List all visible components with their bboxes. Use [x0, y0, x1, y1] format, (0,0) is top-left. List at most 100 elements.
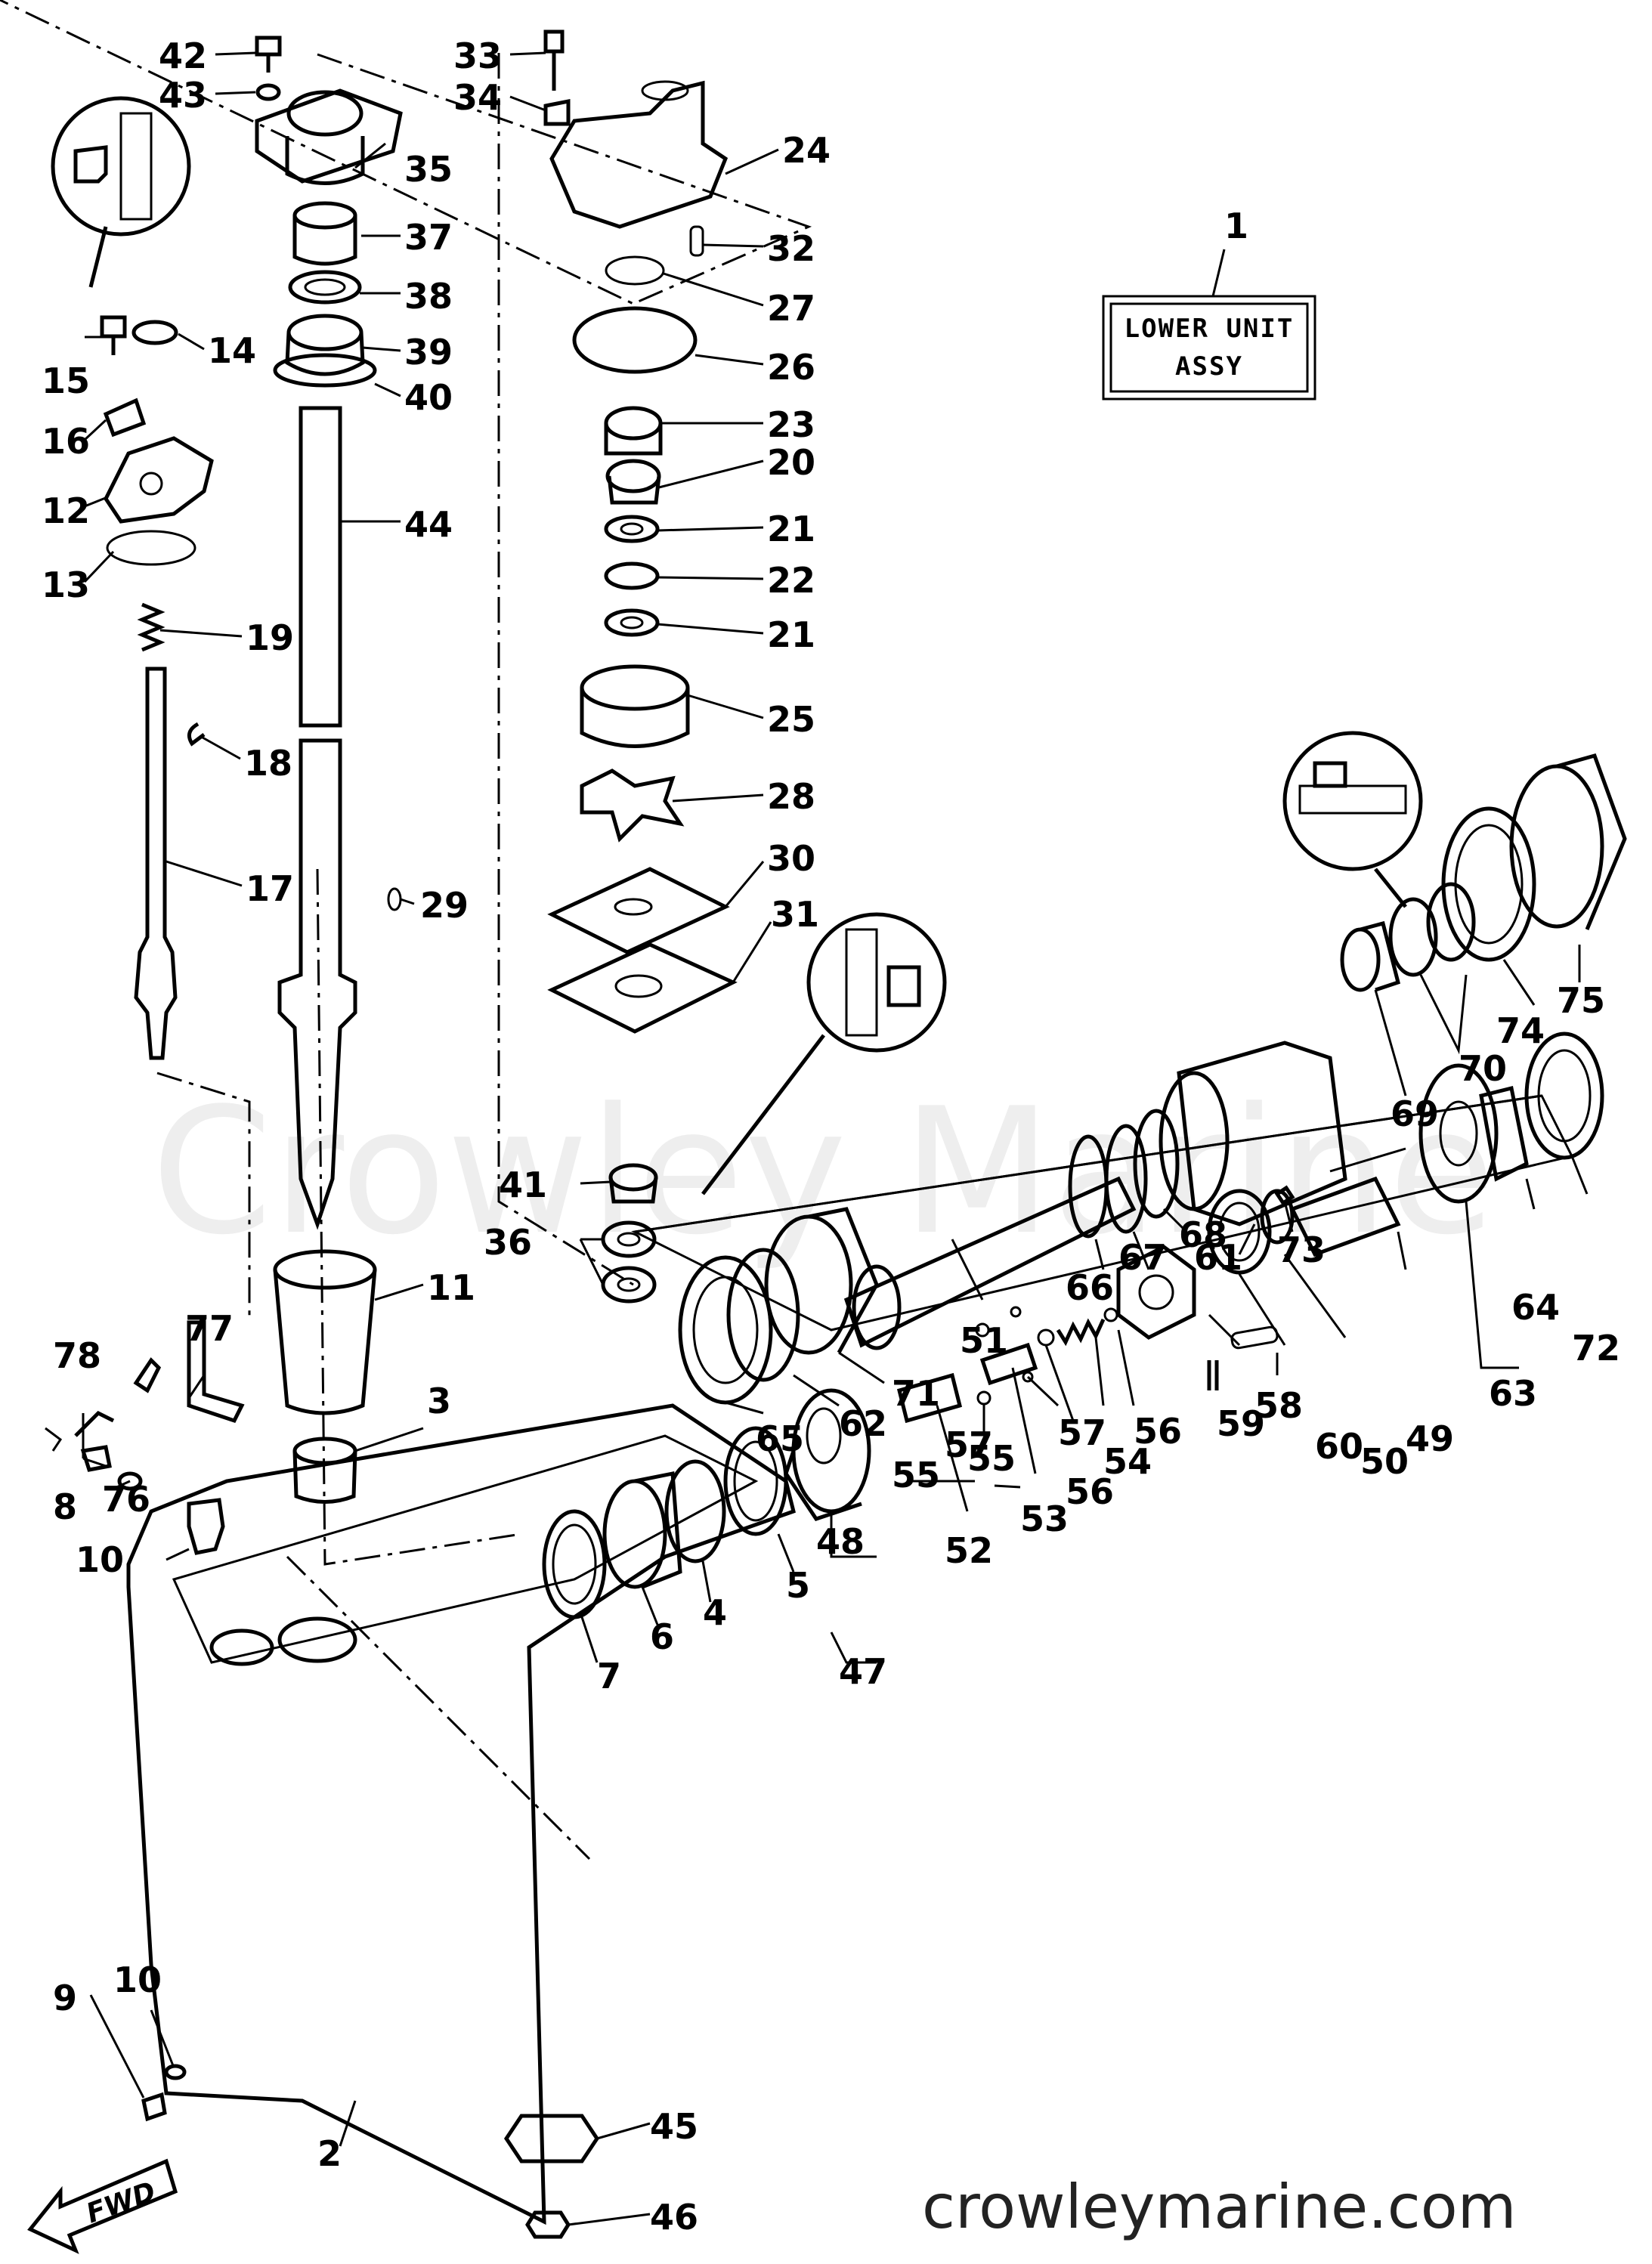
pin-58	[1230, 1325, 1279, 1350]
shift-cam-59	[1116, 1245, 1196, 1340]
callout-29: 29	[420, 885, 469, 926]
seal-70	[1388, 882, 1476, 977]
callout-25: 25	[767, 699, 815, 740]
group-box-edge	[634, 1094, 1542, 1233]
callout-11: 11	[427, 1267, 475, 1308]
pinion-45	[503, 2114, 600, 2163]
ball-55b	[976, 1390, 992, 1406]
callout-59: 59	[1217, 1403, 1265, 1444]
bolt-8	[80, 1445, 112, 1472]
thrust-bearing-62	[726, 1248, 800, 1382]
callout-3: 3	[427, 1381, 451, 1421]
washer-50	[1260, 1189, 1295, 1245]
callout-57a: 57	[945, 1424, 993, 1465]
callout-15: 15	[42, 360, 90, 401]
washer-10b	[164, 2064, 187, 2080]
needle-bearing-69	[1340, 920, 1401, 992]
callout-27: 27	[767, 288, 815, 329]
shift-rod-17	[134, 667, 178, 1060]
leader-lines	[82, 51, 1589, 2226]
callout-52: 52	[945, 1530, 993, 1571]
ring-68	[1133, 1109, 1180, 1219]
impeller-housing-25	[580, 664, 690, 748]
shim-72	[1524, 1031, 1604, 1160]
callout-21b: 21	[767, 614, 815, 655]
callout-58: 58	[1254, 1385, 1303, 1426]
callout-62: 62	[839, 1403, 887, 1444]
spring-19	[137, 602, 166, 652]
callout-42: 42	[159, 36, 207, 76]
callout-10b: 10	[113, 1959, 162, 2000]
callout-17: 17	[246, 868, 294, 909]
ring-67	[1104, 1124, 1148, 1234]
sleeve-11	[273, 1249, 377, 1415]
bearing-37	[292, 201, 357, 266]
plate-22	[604, 561, 660, 590]
callout-48: 48	[816, 1521, 865, 1562]
parts: FWD	[27, 29, 1627, 2254]
callout-77: 77	[185, 1308, 234, 1349]
callout-45: 45	[650, 2106, 698, 2147]
washer-34	[543, 98, 571, 126]
bolt-33	[543, 29, 565, 91]
inset-lubricant-1	[51, 96, 191, 288]
callout-34: 34	[453, 77, 502, 118]
washer-43	[255, 83, 281, 101]
callout-70: 70	[1459, 1048, 1507, 1089]
callout-1: 1	[1224, 206, 1248, 246]
callout-4: 4	[703, 1592, 727, 1633]
title-box-line1: LOWER UNIT	[1125, 314, 1295, 344]
callout-78: 78	[53, 1335, 101, 1376]
insert-23	[604, 406, 663, 456]
callout-54: 54	[1103, 1441, 1152, 1482]
inset-lubricant-3	[1282, 731, 1423, 908]
callout-32: 32	[767, 228, 815, 269]
inset-lubricant-2	[701, 912, 947, 1195]
callout-75: 75	[1557, 980, 1605, 1021]
callout-18: 18	[244, 743, 292, 784]
bearing-71	[764, 1207, 879, 1355]
callout-73: 73	[1277, 1229, 1326, 1270]
ball-55a	[975, 1322, 990, 1338]
impeller-28	[580, 769, 685, 843]
seal-20	[605, 459, 661, 505]
bearing-64	[1479, 1085, 1529, 1182]
callout-43: 43	[159, 75, 207, 116]
spring-54	[1056, 1318, 1106, 1347]
shift-rod-lever-12	[104, 436, 214, 524]
callout-39: 39	[404, 332, 453, 373]
callout-24: 24	[782, 130, 831, 171]
callout-13: 13	[42, 564, 90, 605]
callout-56b: 56	[1066, 1471, 1114, 1512]
callout-31: 31	[771, 894, 819, 935]
grommet-14	[131, 320, 178, 345]
callout-6: 6	[650, 1616, 674, 1657]
circlip-18	[187, 722, 206, 747]
forward-gear-48	[784, 1388, 871, 1521]
callout-38: 38	[404, 276, 453, 317]
callout-67: 67	[1118, 1237, 1167, 1278]
callout-36: 36	[484, 1222, 532, 1263]
callout-61: 61	[1194, 1237, 1242, 1278]
ball-56b	[1103, 1307, 1118, 1322]
callout-76: 76	[102, 1479, 150, 1520]
o-ring-27	[605, 255, 665, 286]
o-ring-13	[106, 530, 196, 566]
site-url: crowleymarine.com	[922, 2172, 1517, 2242]
callout-10a: 10	[76, 1539, 124, 1580]
callout-49: 49	[1406, 1418, 1454, 1459]
key-73	[1274, 1185, 1295, 1206]
seal-41	[608, 1163, 658, 1204]
callout-71: 71	[892, 1373, 940, 1414]
callout-44: 44	[404, 504, 453, 545]
callout-65: 65	[756, 1418, 804, 1459]
callout-7: 7	[597, 1656, 621, 1696]
shim-7	[542, 1509, 607, 1619]
gasket-26	[572, 306, 698, 374]
callout-30: 30	[767, 838, 815, 879]
nut-46	[525, 2210, 571, 2239]
title-box: LOWER UNIT ASSY 1	[1102, 206, 1316, 401]
callout-2: 2	[317, 2133, 342, 2174]
